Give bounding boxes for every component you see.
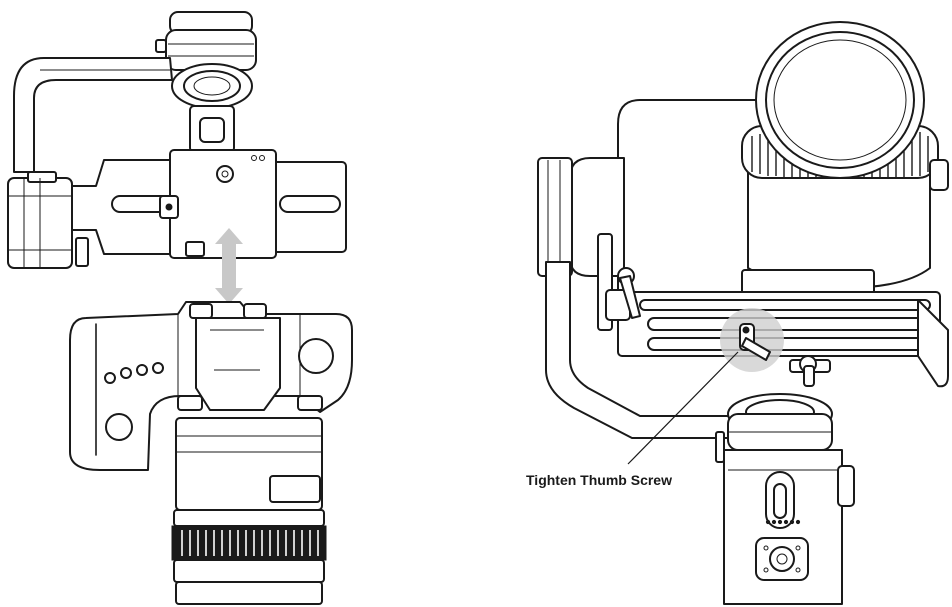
camera-lens <box>171 417 327 605</box>
pan-motor <box>715 393 833 463</box>
callout-leader-line <box>627 351 739 465</box>
camera-body <box>69 301 353 471</box>
focus-ring <box>171 525 327 561</box>
gimbal-top-assembly <box>7 11 347 269</box>
mounted-camera-assembly <box>537 21 949 605</box>
thumb-screw <box>739 323 771 361</box>
quick-release-plate <box>617 269 949 388</box>
gimbal-arm <box>13 57 173 173</box>
callout-label: Tighten Thumb Screw <box>526 472 672 488</box>
tilt-connector <box>189 105 235 153</box>
lens-front <box>741 21 949 289</box>
roll-motor <box>7 171 73 269</box>
plate-knob <box>789 355 831 387</box>
gimbal-handle <box>723 449 855 605</box>
double-headed-arrow-icon <box>215 228 243 304</box>
